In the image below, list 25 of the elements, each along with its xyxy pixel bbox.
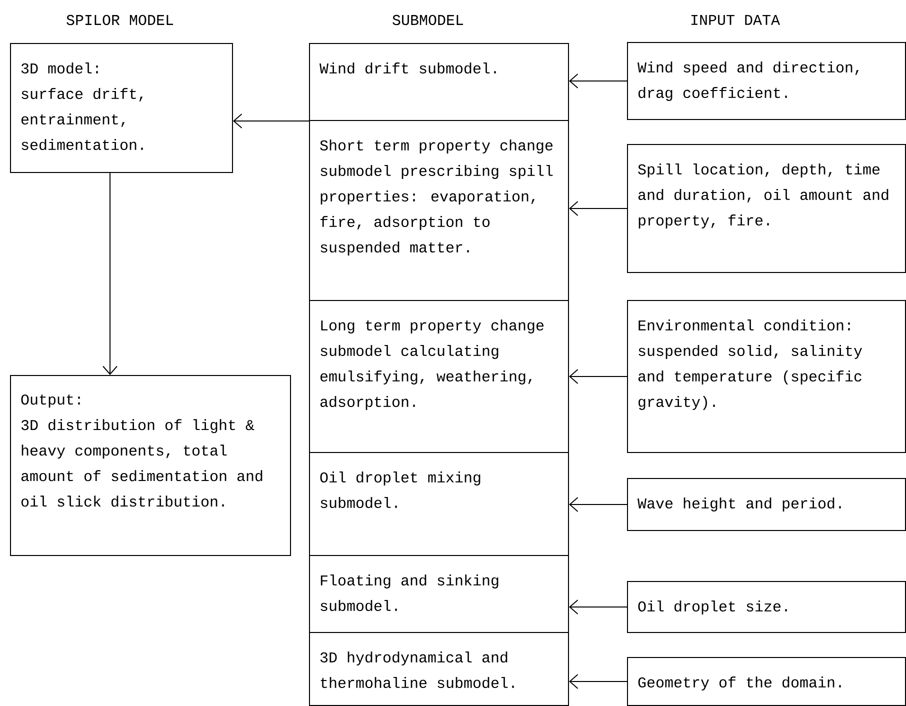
- column-heading: SPILOR MODEL: [66, 14, 174, 26]
- process-box: Geometry of the domain.: [627, 657, 906, 706]
- arrow: [569, 369, 628, 384]
- column-heading: INPUT DATA: [691, 14, 780, 25]
- process-box: Spill location, depth, time and duration, oil amount and property, fire.: [627, 144, 906, 273]
- process-box: Short term property change submodel prescribing spill properties: evaporation, fire, adsorption to suspended matter.: [309, 120, 569, 301]
- arrow: [569, 201, 628, 216]
- process-box: Oil droplet mixing submodel.: [309, 452, 569, 556]
- process-box: Long term property change submodel calculating emulsifying, weathering, adsorption.: [309, 300, 569, 453]
- arrow: [569, 674, 628, 689]
- process-box: Wind speed and direction, drag coefficient.: [627, 42, 906, 120]
- process-box: 3D hydrodynamical and thermohaline submodel.: [309, 632, 569, 706]
- process-box: Floating and sinking submodel.: [309, 555, 569, 633]
- process-box: Wind drift submodel.: [309, 43, 569, 121]
- arrow: [233, 114, 310, 128]
- process-box: Wave height and period.: [627, 478, 906, 531]
- arrow: [569, 600, 628, 614]
- arrow: [569, 497, 628, 512]
- process-box: Oil droplet size.: [627, 581, 906, 633]
- process-box: 3D model: surface drift, entrainment, sedimentation.: [10, 43, 233, 173]
- column-heading: SUBMODEL: [392, 14, 464, 26]
- arrow: [569, 74, 628, 88]
- process-box: Output: 3D distribution of light & heavy components, total amount of sedimentation and oil slick distribution.: [10, 375, 291, 556]
- arrow: [102, 172, 118, 375]
- process-box: Environmental condition: suspended solid, salinity and temperature (specific gravity).: [627, 300, 906, 453]
